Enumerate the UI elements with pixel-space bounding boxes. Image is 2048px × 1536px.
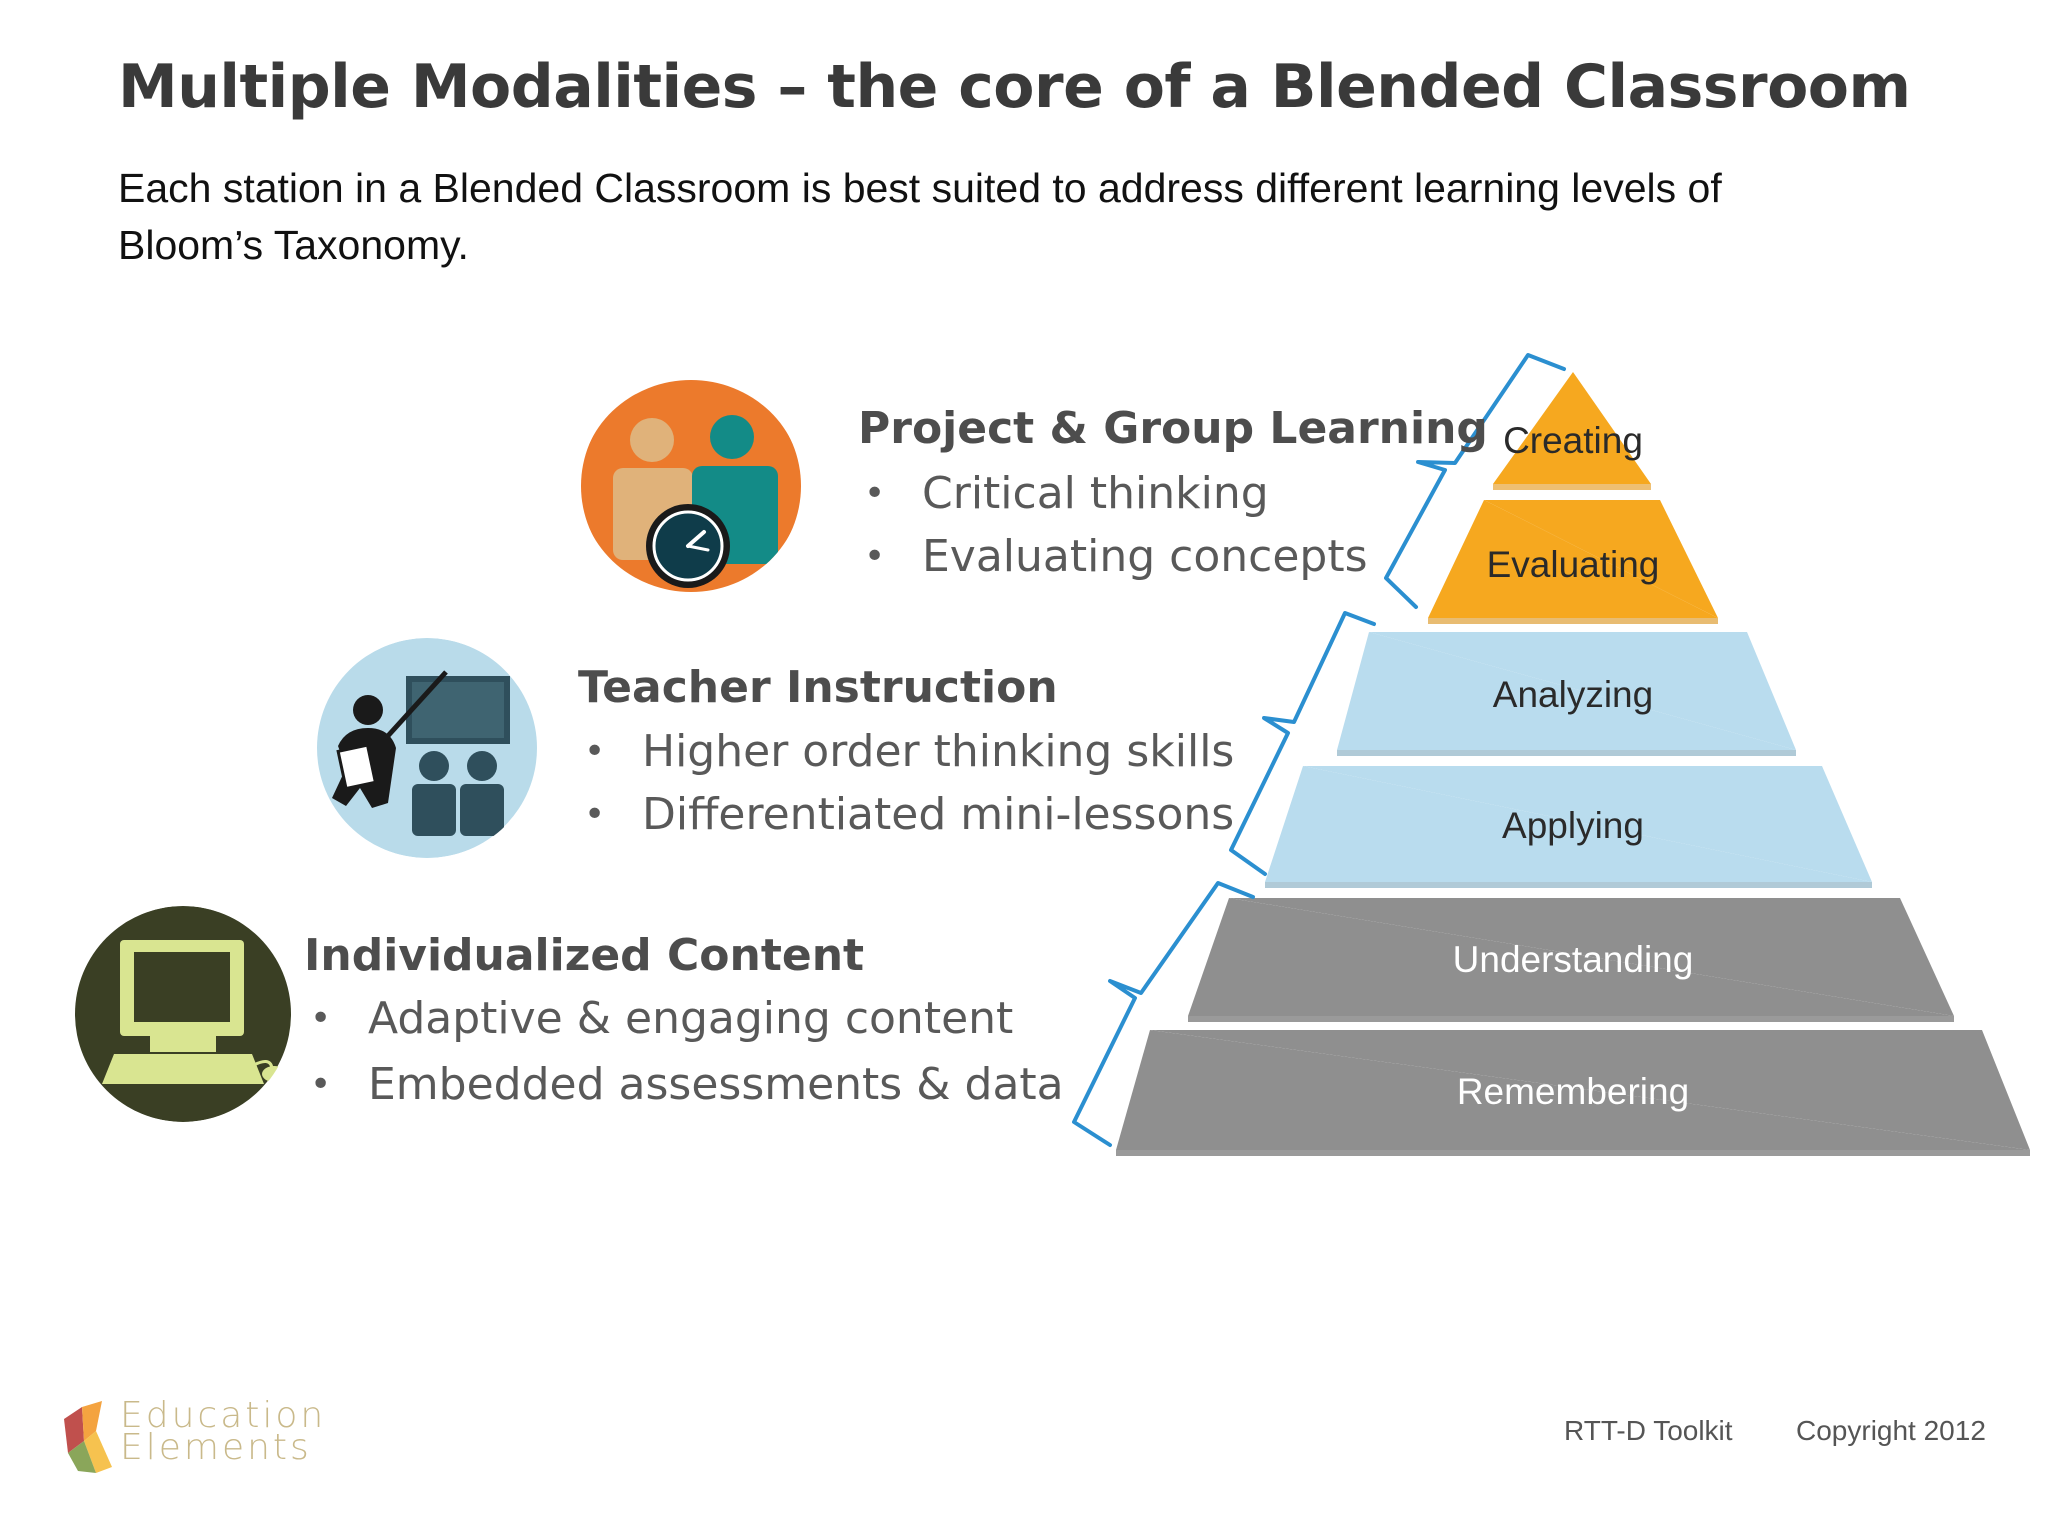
level-shadow <box>1493 484 1651 490</box>
level-shadow <box>1265 882 1872 888</box>
level-analyzing-shape-right <box>1369 632 1796 750</box>
pyramid-levels <box>1116 372 2030 1156</box>
bullet-text: Adaptive & engaging content <box>368 993 1014 1044</box>
list-item: •Higher order thinking skills <box>584 726 1235 777</box>
pyramid-labels: Creating Evaluating Analyzing Applying U… <box>1453 420 1694 1112</box>
level-shadow <box>1337 750 1796 756</box>
teacher-icon-circle <box>316 638 538 858</box>
footer-toolkit: RTT-D Toolkit <box>1564 1415 1733 1446</box>
level-understanding-shape-right <box>1229 898 1954 1016</box>
brackets <box>1072 353 1566 1147</box>
level-remembering-shape-right <box>1150 1030 2030 1150</box>
level-label-analyzing: Analyzing <box>1493 674 1653 715</box>
computer-icon-circle <box>74 906 292 1122</box>
list-item: •Critical thinking <box>864 468 1269 519</box>
level-remembering-shape <box>1116 1030 2030 1150</box>
level-evaluating-shape <box>1428 500 1718 618</box>
level-label-evaluating: Evaluating <box>1487 544 1660 585</box>
list-item: •Embedded assessments & data <box>310 1059 1064 1110</box>
bullet-text: Higher order thinking skills <box>642 726 1235 777</box>
bullet-text: Critical thinking <box>922 468 1269 519</box>
computer-icon <box>75 906 291 1122</box>
level-label-creating: Creating <box>1503 420 1643 461</box>
group-clock-icon <box>581 380 801 592</box>
project-group-icon-circle <box>580 380 802 592</box>
slide-subtitle: Each station in a Blended Classroom is b… <box>118 165 1722 268</box>
level-shadow <box>1116 1150 2030 1156</box>
logo-mark-icon <box>64 1401 112 1473</box>
footer-copyright: Copyright 2012 <box>1796 1415 1986 1446</box>
station-bullets-project: •Critical thinking •Evaluating concepts <box>858 462 1368 588</box>
bracket-teacher <box>1229 611 1376 876</box>
level-understanding-shape <box>1188 898 1954 1016</box>
level-applying-shape <box>1265 766 1872 882</box>
bracket-project <box>1384 353 1566 609</box>
bracket-individual <box>1072 881 1255 1147</box>
station-title-individual: Individualized Content <box>304 930 865 981</box>
bullet-text: Differentiated mini-lessons <box>642 789 1235 840</box>
level-label-understanding: Understanding <box>1453 939 1694 980</box>
level-applying-shape-right <box>1303 766 1872 882</box>
level-shadow <box>1188 1016 1954 1022</box>
station-title-project: Project & Group Learning <box>858 403 1488 454</box>
bullet-text: Evaluating concepts <box>922 531 1368 582</box>
level-evaluating-shape-right <box>1484 500 1718 618</box>
education-elements-logo: Education Elements <box>62 1393 332 1473</box>
list-item: •Adaptive & engaging content <box>310 993 1014 1044</box>
station-title-teacher: Teacher Instruction <box>578 662 1058 713</box>
station-bullets-teacher: •Higher order thinking skills •Different… <box>578 720 1234 846</box>
teacher-presentation-icon <box>317 638 537 858</box>
level-label-remembering: Remembering <box>1457 1071 1689 1112</box>
logo-text-line1: Education <box>120 1395 327 1436</box>
level-creating-shape <box>1493 372 1651 484</box>
list-item: •Differentiated mini-lessons <box>584 789 1235 840</box>
logo-text-line2: Elements <box>120 1427 312 1468</box>
bullet-text: Embedded assessments & data <box>368 1059 1064 1110</box>
list-item: •Evaluating concepts <box>864 531 1368 582</box>
station-bullets-individual: •Adaptive & engaging content •Embedded a… <box>304 986 1064 1118</box>
slide-title: Multiple Modalities – the core of a Blen… <box>118 52 1911 122</box>
level-shadow <box>1428 618 1718 624</box>
level-label-applying: Applying <box>1502 805 1644 846</box>
level-analyzing-shape <box>1337 632 1796 750</box>
